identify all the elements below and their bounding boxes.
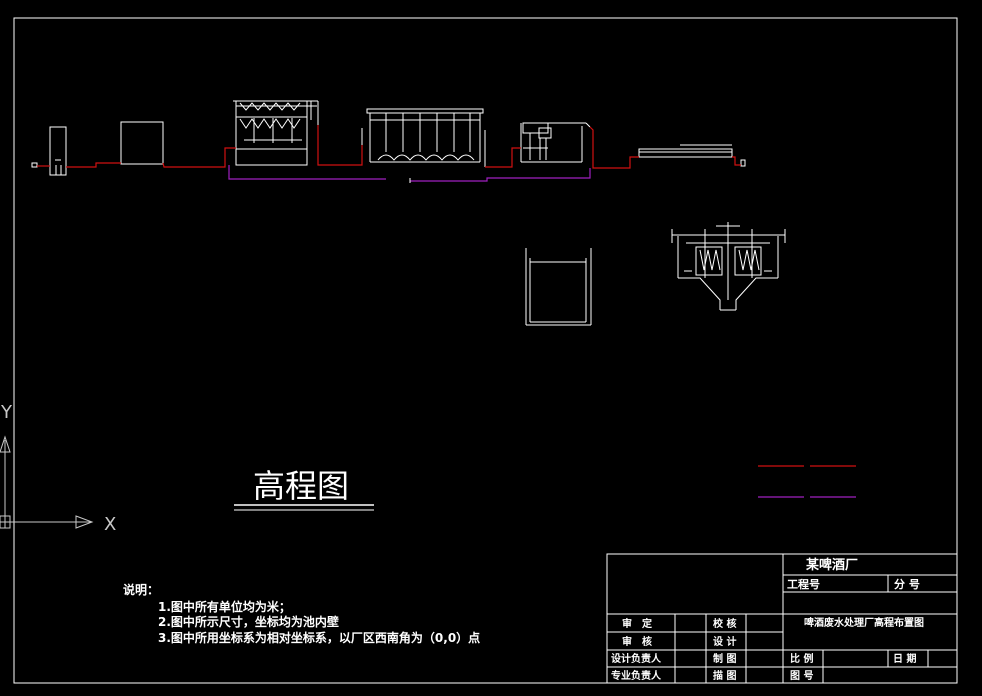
notes-item-2: 2.图中所示尺寸，坐标均为池内壁 [158, 614, 339, 629]
title-block-row-2-left: 审 核 [622, 635, 652, 648]
ucs-axis-icon [0, 435, 94, 529]
title-block-row-2-mid: 设 计 [713, 635, 736, 648]
title-block-row-3-mid: 制 图 [713, 652, 736, 665]
notes-item-3: 3.图中所用坐标系为相对坐标系，以厂区西南角为（0,0）点 [158, 630, 480, 645]
title-block-sub-no-label: 分 号 [894, 577, 920, 591]
title-block-scale-label: 比 例 [790, 652, 813, 665]
title-block-row-1-mid: 校 核 [713, 617, 736, 630]
bar-screen-unit [31, 126, 67, 176]
regulating-tank-unit [120, 121, 164, 165]
detail-clarifier-section [671, 222, 786, 311]
notes-item-1: 1.图中所有单位均为米； [158, 599, 291, 614]
sludge-return-line [228, 165, 386, 180]
aeration-tank-unit [361, 108, 486, 167]
water-flow-line-5 [485, 147, 521, 168]
axis-y-label: Y [0, 402, 13, 423]
title-block-drawing-no-label: 图 号 [790, 670, 813, 682]
title-block-row-4-left: 专业负责人 [611, 669, 662, 682]
water-flow-line-6 [589, 126, 639, 169]
title-block-row-1-left: 审 定 [622, 617, 652, 630]
title-block-date-label: 日 期 [893, 652, 916, 665]
sludge-return-line-2 [410, 168, 591, 182]
elevation-profile [31, 100, 746, 176]
title-block [606, 553, 958, 684]
water-flow-line-7 [732, 156, 741, 166]
detail-tank-section [525, 248, 592, 326]
water-flow-line-3 [162, 147, 236, 168]
hydrolysis-tank-unit [233, 100, 319, 166]
title-block-project-no-label: 工程号 [787, 577, 820, 591]
axis-x-label: X [104, 514, 116, 535]
settling-tank-unit [520, 122, 591, 163]
notes-heading: 说明： [123, 582, 159, 597]
water-flow-line-2 [66, 162, 121, 168]
title-block-company: 某啤酒厂 [805, 557, 858, 573]
drawing-title: 高程图 [253, 467, 349, 505]
title-block-drawing-name: 啤酒废水处理厂高程布置图 [804, 616, 924, 629]
title-block-row-4-mid: 描 图 [713, 669, 736, 682]
line-legend [758, 465, 856, 498]
water-flow-line-4 [317, 125, 363, 166]
title-block-row-3-left: 设计负责人 [611, 652, 662, 665]
outflow-tank-unit [638, 144, 746, 167]
